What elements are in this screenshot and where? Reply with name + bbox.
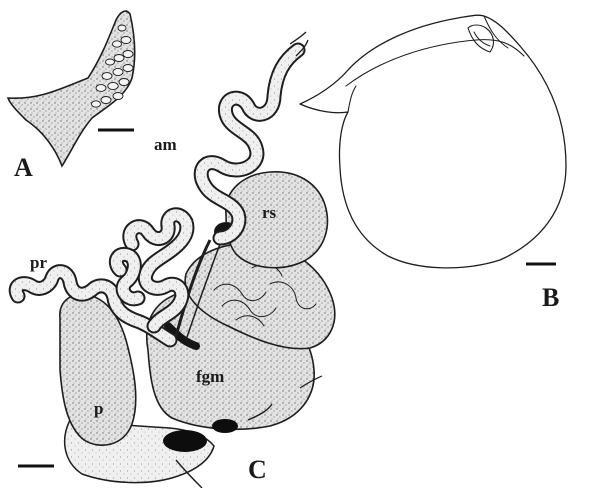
shell-keel-line [348,86,356,112]
panel-b-drawing: B [300,15,566,312]
panel-letter-c: C [248,455,267,484]
shell-outline [300,15,566,268]
label-rs: rs [262,203,277,222]
label-p: p [94,399,103,418]
shell-aperture [468,25,493,52]
label-am: am [154,135,177,154]
label-pr: pr [30,253,47,272]
panel-a-drawing: A [8,11,135,182]
label-fgm: fgm [196,367,224,386]
shell-suture-line [346,40,524,86]
genital-pore-dark [163,430,207,452]
ampulla-tip [290,32,306,44]
panel-letter-a: A [14,153,33,182]
panel-letter-b: B [542,283,559,312]
vagina-dark [212,419,238,433]
